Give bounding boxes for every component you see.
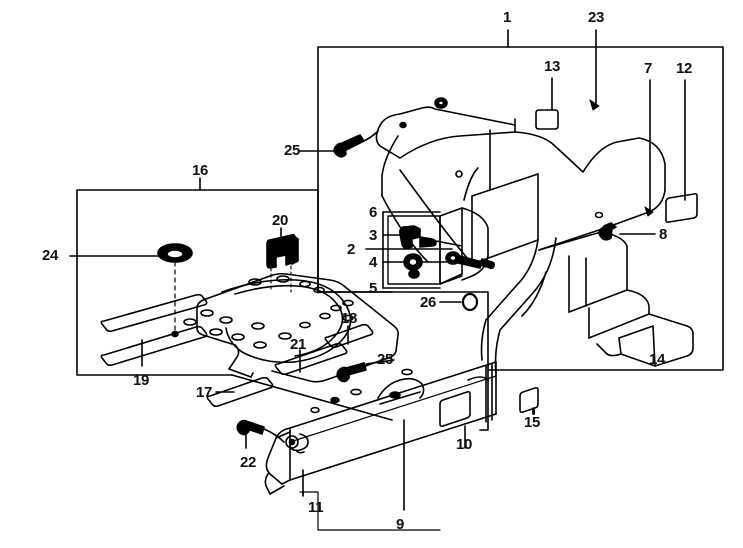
part-16-floor-panel [183, 272, 399, 383]
callout-number-25-lower[interactable]: 25 [377, 351, 394, 368]
callout-number-24[interactable]: 24 [42, 247, 59, 264]
callout-number-16[interactable]: 16 [192, 162, 209, 179]
part-10-cap [439, 390, 471, 449]
callout-number-7[interactable]: 7 [644, 60, 653, 77]
callout-number-8[interactable]: 8 [659, 226, 668, 243]
part-21 [274, 342, 348, 376]
bracket-group-2 [365, 207, 496, 289]
part-1-console-body [375, 106, 694, 375]
leader-25-lower [365, 359, 395, 365]
callout-number-14[interactable]: 14 [649, 351, 666, 368]
part-24-grommet [69, 243, 193, 338]
callout-number-11[interactable]: 11 [308, 499, 324, 516]
part-22-screw [236, 419, 285, 449]
part-17 [206, 376, 274, 408]
part-20-clip [266, 227, 299, 293]
callout-number-1[interactable]: 1 [503, 9, 512, 26]
callout-number-6[interactable]: 6 [369, 204, 378, 221]
part-14 [648, 313, 694, 367]
callout-number-3[interactable]: 3 [369, 227, 378, 244]
callout-number-15[interactable]: 15 [524, 414, 541, 431]
callout-number-19[interactable]: 19 [133, 372, 150, 389]
callout-number-26[interactable]: 26 [420, 294, 437, 311]
callout-number-18[interactable]: 18 [341, 310, 358, 327]
callout-number-17[interactable]: 17 [196, 384, 213, 401]
callout-number-20[interactable]: 20 [272, 212, 289, 229]
part-13-cap [535, 109, 559, 130]
part-9-side-sill [264, 361, 497, 495]
floor-rails [100, 293, 374, 408]
console-holes [399, 97, 604, 219]
callout-number-13[interactable]: 13 [544, 58, 561, 75]
callout-number-10[interactable]: 10 [456, 436, 473, 453]
callout-number-21[interactable]: 21 [290, 336, 307, 353]
assembly-frame-16 [76, 189, 393, 421]
part-18 [324, 323, 374, 349]
callout-number-25-upper[interactable]: 25 [284, 142, 301, 159]
callout-number-12[interactable]: 12 [676, 60, 693, 77]
part-19 [100, 325, 208, 367]
part-25-lower-screw [336, 359, 395, 383]
part-25-upper-screw [299, 130, 379, 158]
callout-number-2[interactable]: 2 [347, 241, 356, 258]
callout-number-22[interactable]: 22 [240, 454, 257, 471]
part-26-oring [439, 292, 479, 312]
callout-number-5[interactable]: 5 [369, 280, 378, 297]
callout-number-9[interactable]: 9 [396, 516, 405, 533]
callout-number-23[interactable]: 23 [588, 9, 605, 26]
leader-9-box [317, 491, 441, 531]
callout-number-4[interactable]: 4 [369, 254, 378, 271]
part-12-cap [665, 192, 698, 224]
